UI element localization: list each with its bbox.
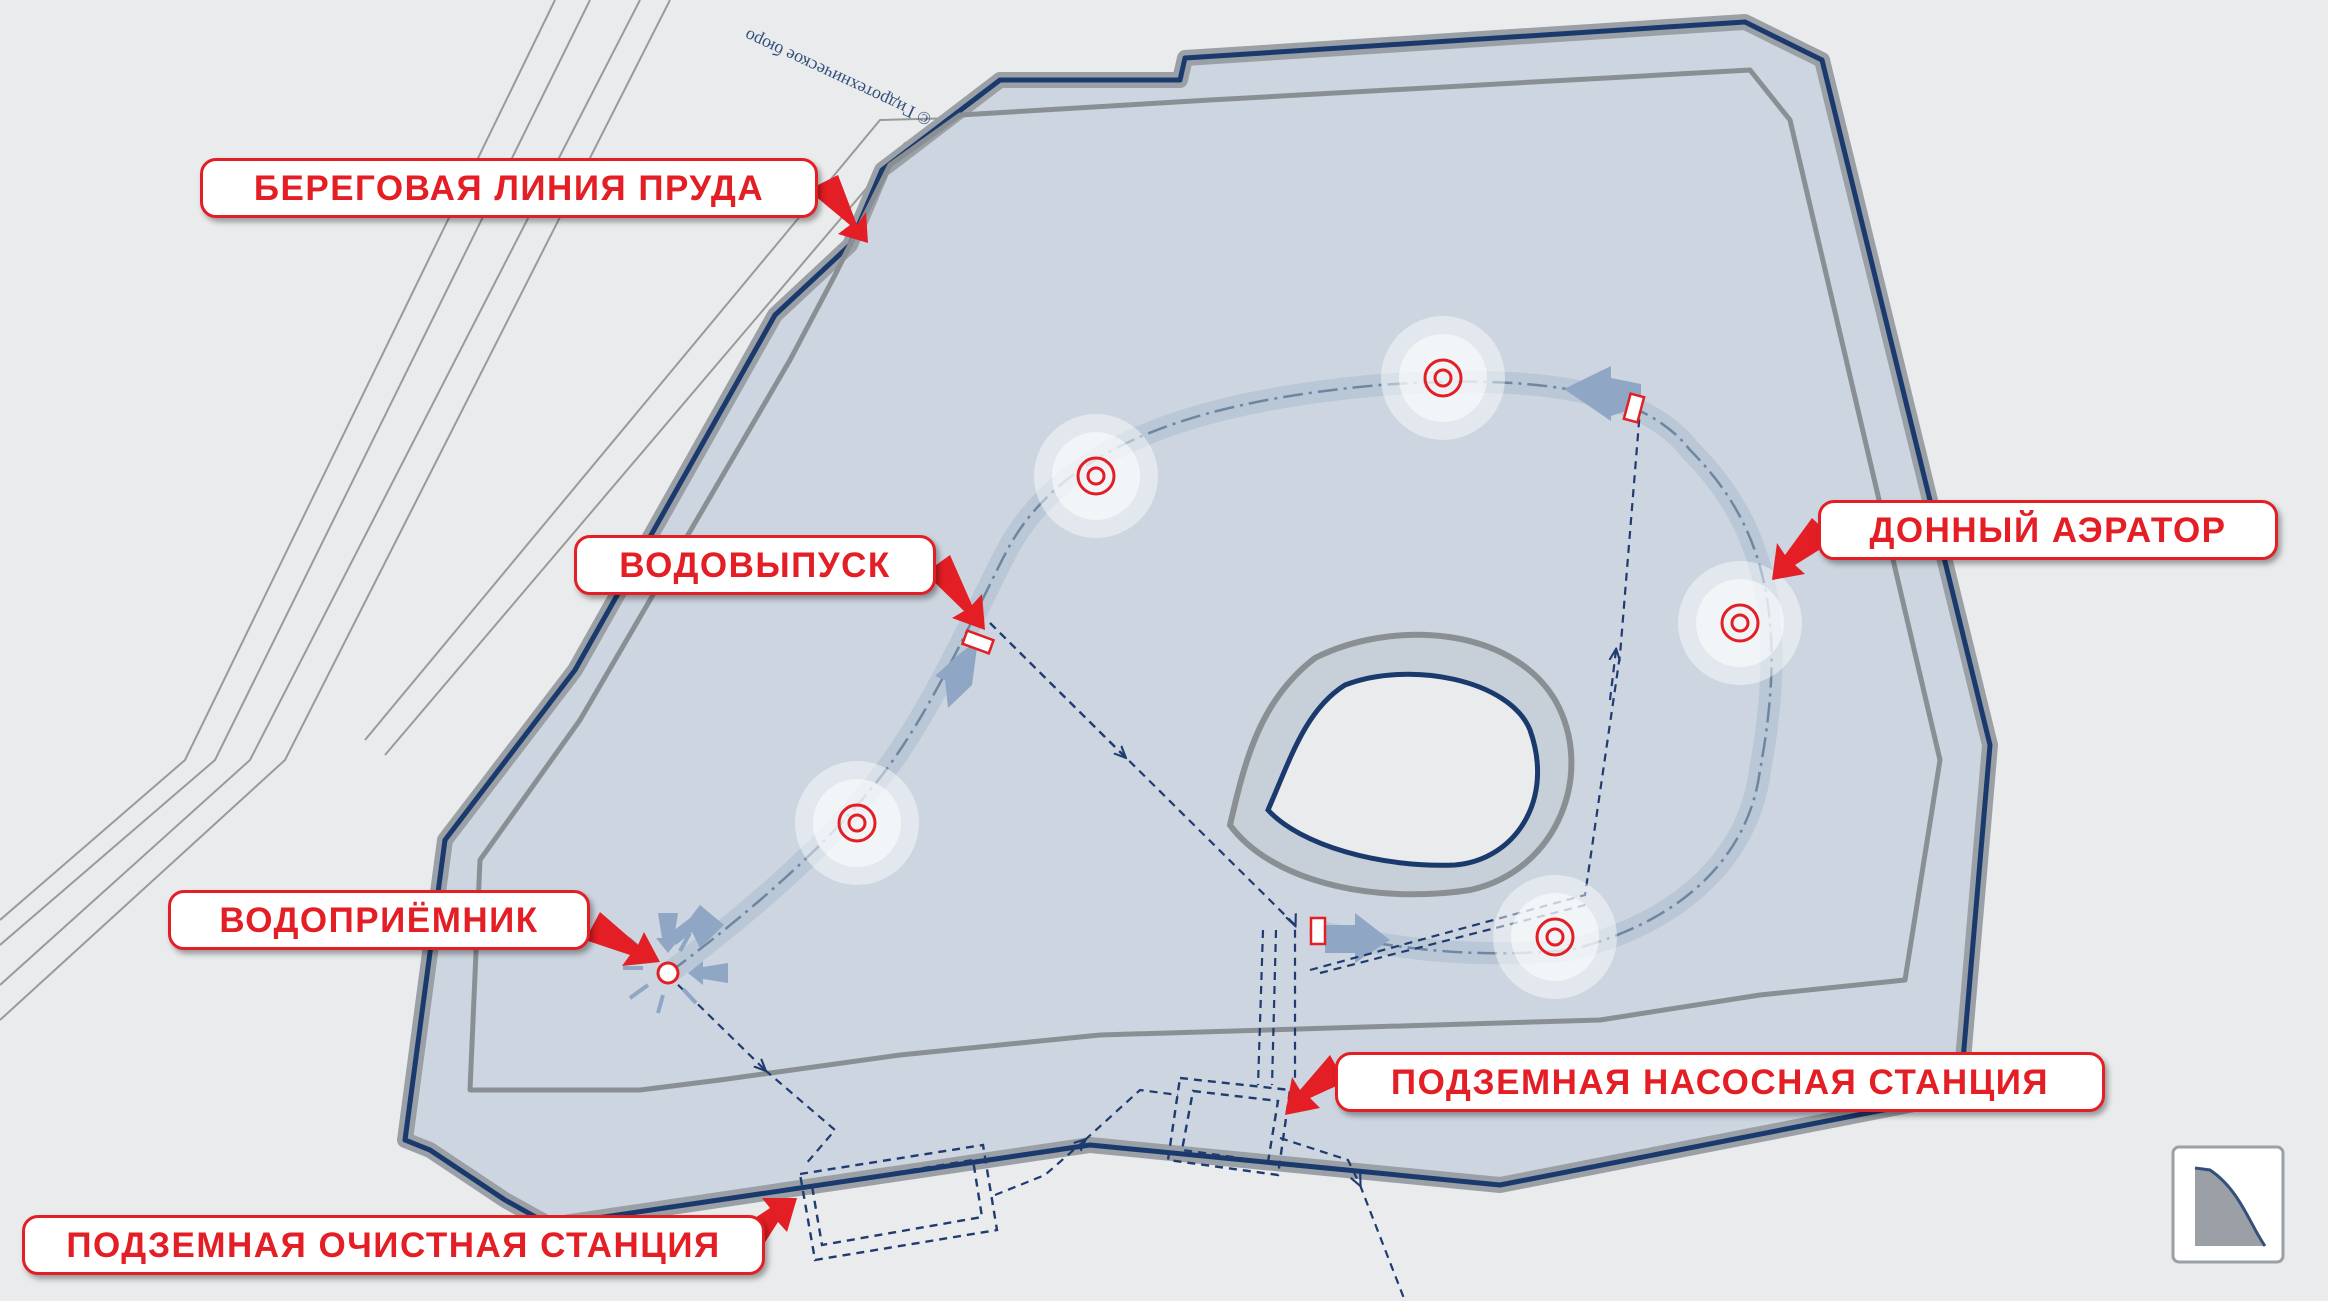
aerator-1 [1381, 316, 1505, 440]
pointer-outlet [925, 555, 985, 630]
aerator-4 [795, 761, 919, 885]
pump-riser [1256, 929, 1278, 1086]
aerator-3 [1678, 561, 1802, 685]
callout-outlet: ВОДОВЫПУСК [574, 535, 936, 595]
callout-bottom-aerator: ДОННЫЙ АЭРАТОР [1818, 500, 2278, 560]
island [1265, 671, 1541, 868]
outlets [960, 392, 1646, 946]
inner-bank [467, 67, 1943, 1093]
pointer-intake [585, 912, 660, 966]
pipe-treatment-pump [994, 1140, 1085, 1197]
pointer-arrows [585, 175, 1835, 1258]
flow-arrow-top [1564, 366, 1641, 421]
outlet-bottom-icon [1309, 916, 1327, 946]
pump-station [1166, 1076, 1292, 1177]
callout-pump-station: ПОДЗЕМНАЯ НАСОСНАЯ СТАНЦИЯ [1335, 1052, 2105, 1112]
treatment-station [798, 1143, 999, 1262]
shoreline-line [402, 19, 1993, 1228]
company-logo-icon [2171, 1145, 2285, 1264]
outlet-left-icon [960, 629, 996, 655]
outlet-top-icon [1622, 392, 1646, 424]
pipe-pump-out [1279, 1136, 1360, 1185]
aerators [795, 316, 1802, 999]
callout-shoreline: БЕРЕГОВАЯ ЛИНИЯ ПРУДА [200, 158, 818, 218]
pointer-shoreline [808, 175, 868, 243]
callout-water-intake: ВОДОПРИЁМНИК [168, 890, 590, 950]
circulation-centerline [669, 380, 1773, 974]
aerator-5 [1493, 875, 1617, 999]
pipe-intake [667, 974, 765, 1070]
flow-arrow-left [935, 640, 978, 708]
flow-arrow-intake [668, 905, 724, 948]
aerator-2 [1034, 414, 1158, 538]
pipe-to-north [1309, 409, 1642, 972]
flow-arrow-bottom [1325, 913, 1390, 963]
flow-arrows [668, 366, 1641, 963]
callout-treatment-station: ПОДЗЕМНАЯ ОЧИСТНАЯ СТАНЦИЯ [22, 1215, 765, 1275]
pointer-pump [1285, 1055, 1345, 1115]
